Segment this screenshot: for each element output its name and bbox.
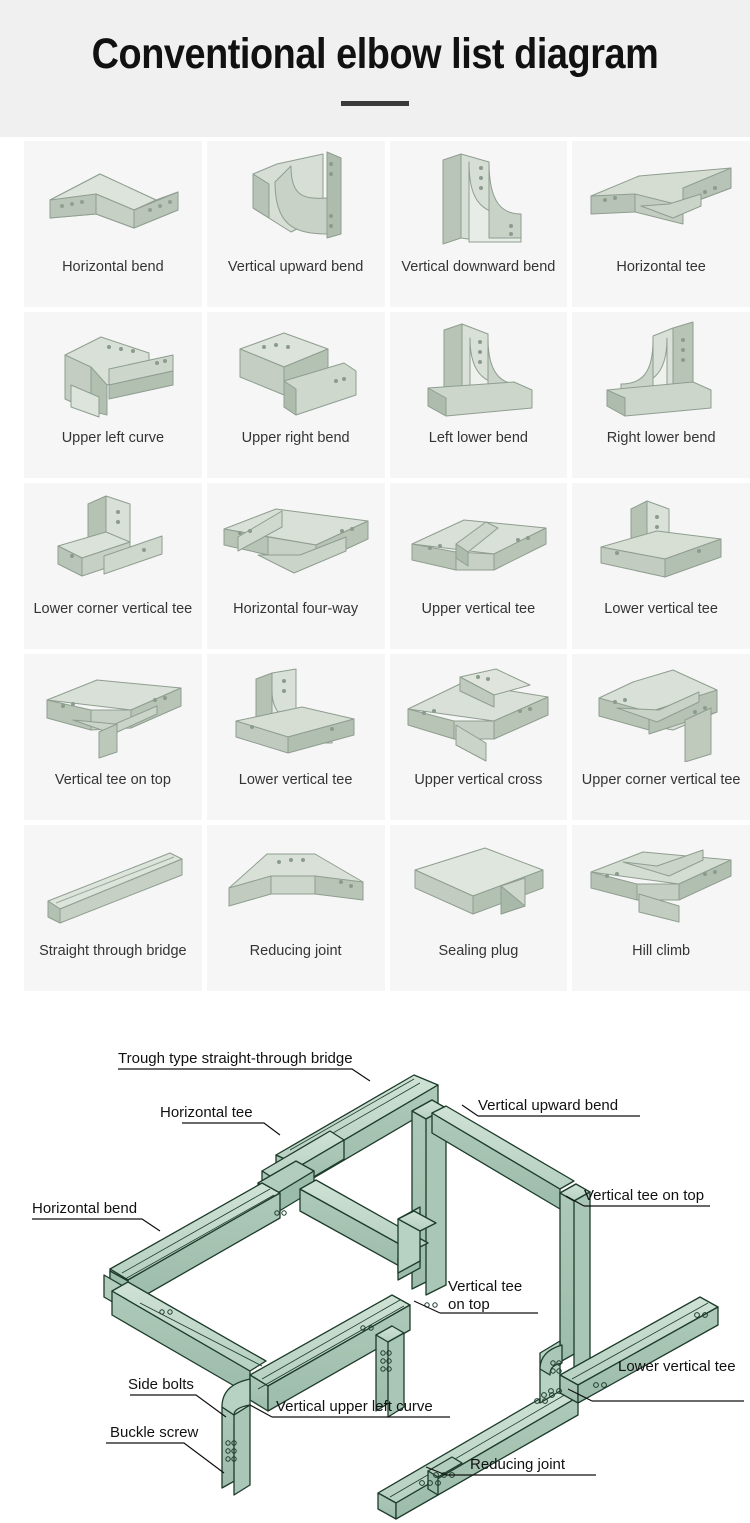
grid-cell-label: Horizontal tee xyxy=(616,259,706,275)
grid-cell-label: Hill climb xyxy=(632,943,691,959)
grid-cell-left-lower-bend[interactable]: Left lower bend xyxy=(389,312,568,478)
grid-cell-label: Upper corner vertical tee xyxy=(581,772,741,788)
grid-cell-reducing-joint[interactable]: Reducing joint xyxy=(206,825,385,991)
grid-cell-sealing-plug[interactable]: Sealing plug xyxy=(389,825,568,991)
grid-cell-label: Lower vertical tee xyxy=(604,601,718,617)
grid-cell-lower-vertical-tee-2[interactable]: Lower vertical tee xyxy=(206,654,385,820)
grid-cell-vertical-upward-bend[interactable]: Vertical upward bend xyxy=(206,141,385,307)
grid-cell-label: Right lower bend xyxy=(606,430,716,446)
grid-cell-label: Upper right bend xyxy=(241,430,350,446)
grid-cell-label: Upper vertical cross xyxy=(414,772,543,788)
grid-cell-hill-climb[interactable]: Hill climb xyxy=(572,825,750,991)
upper-vertical-tee-photo xyxy=(390,483,568,601)
straight-through-bridge-photo xyxy=(24,825,202,943)
grid-cell-label: Vertical downward bend xyxy=(401,259,556,275)
callout-horizontal-bend: Horizontal bend xyxy=(32,1200,137,1217)
right-lower-bend-photo xyxy=(572,312,750,430)
callout-vertical-upward-bend: Vertical upward bend xyxy=(478,1097,618,1114)
grid-cell-upper-right-bend[interactable]: Upper right bend xyxy=(206,312,385,478)
grid-cell-horizontal-tee[interactable]: Horizontal tee xyxy=(572,141,750,307)
lower-vertical-tee-2-photo xyxy=(207,654,385,772)
grid-cell-label: Left lower bend xyxy=(428,430,528,446)
grid-cell-vertical-downward-bend[interactable]: Vertical downward bend xyxy=(389,141,568,307)
callout-vertical-tee-on-top: Vertical tee on top xyxy=(584,1187,704,1204)
hill-climb-photo xyxy=(572,825,750,943)
callout-horizontal-tee: Horizontal tee xyxy=(160,1104,253,1121)
lower-corner-vertical-tee-photo xyxy=(24,483,202,601)
title-divider xyxy=(341,101,409,107)
grid-cell-straight-through-bridge[interactable]: Straight through bridge xyxy=(24,825,202,991)
grid-cell-label: Horizontal four-way xyxy=(233,601,359,617)
upper-corner-vertical-tee-photo xyxy=(572,654,750,772)
page-title: Conventional elbow list diagram xyxy=(91,30,659,78)
grid-cell-label: Reducing joint xyxy=(249,943,342,959)
callout-reducing-joint: Reducing joint xyxy=(470,1456,566,1473)
elbow-grid: Horizontal bend Vertical upward bend xyxy=(0,137,750,991)
horizontal-four-way-photo xyxy=(207,483,385,601)
grid-cell-label: Upper vertical tee xyxy=(421,601,536,617)
grid-cell-lower-vertical-tee[interactable]: Lower vertical tee xyxy=(572,483,750,649)
callout-vertical-tee-line2: on top xyxy=(448,1296,490,1313)
vertical-tee-on-top-photo xyxy=(24,654,202,772)
grid-cell-upper-corner-vertical-tee[interactable]: Upper corner vertical tee xyxy=(572,654,750,820)
sealing-plug-photo xyxy=(390,825,568,943)
grid-cell-label: Straight through bridge xyxy=(39,943,187,959)
grid-cell-label: Sealing plug xyxy=(438,943,519,959)
horizontal-tee-photo xyxy=(572,141,750,259)
grid-cell-horizontal-four-way[interactable]: Horizontal four-way xyxy=(206,483,385,649)
grid-cell-horizontal-bend[interactable]: Horizontal bend xyxy=(24,141,202,307)
horizontal-bend-photo xyxy=(24,141,202,259)
upper-right-bend-photo xyxy=(207,312,385,430)
grid-cell-label: Lower corner vertical tee xyxy=(33,601,193,617)
grid-cell-vertical-tee-on-top[interactable]: Vertical tee on top xyxy=(24,654,202,820)
grid-cell-right-lower-bend[interactable]: Right lower bend xyxy=(572,312,750,478)
callout-vertical-upper-left-curve: Vertical upper left curve xyxy=(276,1398,433,1415)
page-header: Conventional elbow list diagram xyxy=(0,0,750,137)
upper-vertical-cross-photo xyxy=(390,654,568,772)
vertical-downward-bend-photo xyxy=(390,141,568,259)
callout-lower-vertical-tee: Lower vertical tee xyxy=(618,1358,736,1375)
grid-cell-label: Horizontal bend xyxy=(62,259,164,275)
callout-buckle-screw: Buckle screw xyxy=(110,1424,199,1441)
grid-cell-upper-vertical-cross[interactable]: Upper vertical cross xyxy=(389,654,568,820)
upper-left-curve-photo xyxy=(24,312,202,430)
assembly-diagram: Trough type straight-through bridge Vert… xyxy=(0,1023,750,1523)
left-lower-bend-photo xyxy=(390,312,568,430)
grid-cell-upper-left-curve[interactable]: Upper left curve xyxy=(24,312,202,478)
lower-vertical-tee-photo xyxy=(572,483,750,601)
grid-cell-label: Vertical upward bend xyxy=(227,259,364,275)
grid-cell-label: Upper left curve xyxy=(61,430,165,446)
grid-cell-upper-vertical-tee[interactable]: Upper vertical tee xyxy=(389,483,568,649)
grid-cell-lower-corner-vertical-tee[interactable]: Lower corner vertical tee xyxy=(24,483,202,649)
vertical-upward-bend-photo xyxy=(207,141,385,259)
callout-trough-type-straight-through-bridge: Trough type straight-through bridge xyxy=(118,1050,353,1067)
grid-cell-label: Lower vertical tee xyxy=(238,772,353,788)
grid-cell-label: Vertical tee on top xyxy=(54,772,171,788)
callout-vertical-tee-line1: Vertical tee xyxy=(448,1278,522,1295)
callout-side-bolts: Side bolts xyxy=(128,1376,194,1393)
reducing-joint-photo xyxy=(207,825,385,943)
